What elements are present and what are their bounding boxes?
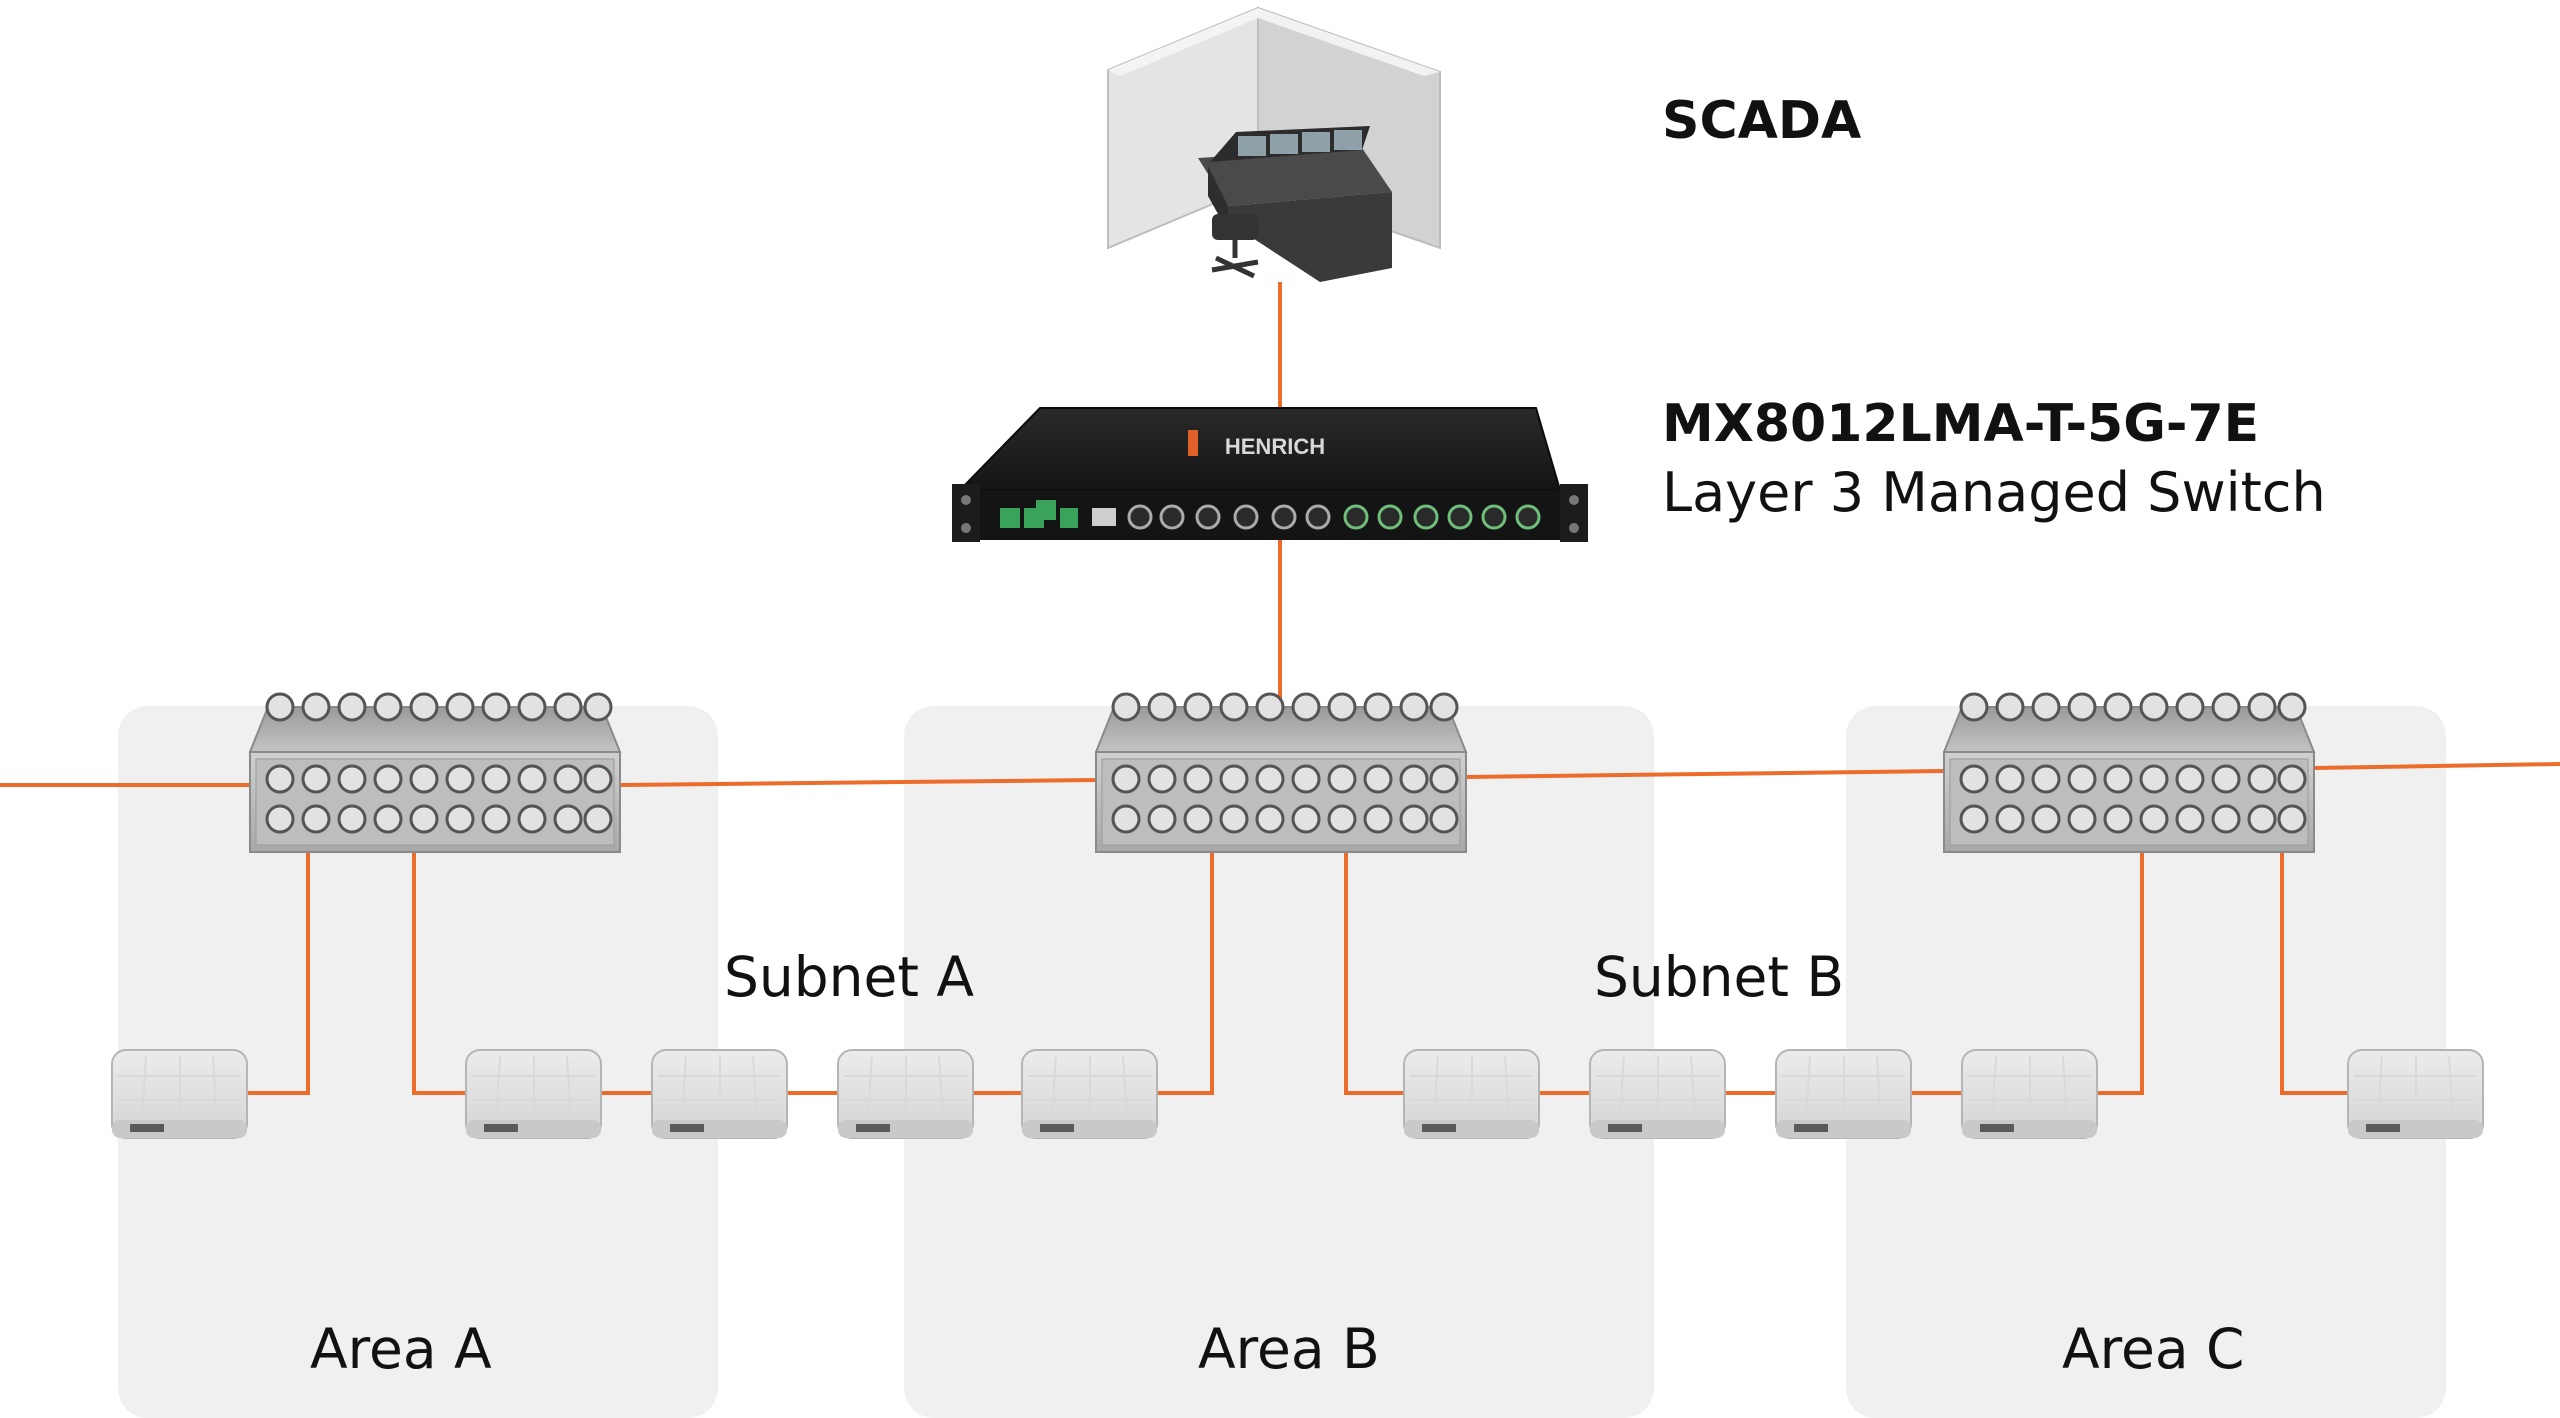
access-point-c3 <box>2347 1049 2484 1139</box>
access-point-b2 <box>1021 1049 1158 1139</box>
access-point-a1 <box>111 1049 248 1139</box>
area-switch-a <box>248 692 622 854</box>
subnet-b-label: Subnet B <box>1594 945 1845 1009</box>
rack-switch-icon: HENRICH <box>952 407 1588 542</box>
core-switch-description: Layer 3 Managed Switch <box>1662 461 2326 524</box>
access-point-a3 <box>651 1049 788 1139</box>
area-switch-c <box>1942 692 2316 854</box>
access-point-c1 <box>1775 1049 1912 1139</box>
subnet-a-label: Subnet A <box>724 945 975 1009</box>
network-links <box>0 282 2560 1095</box>
area-switch-b <box>1094 692 1468 854</box>
area-a-label: Area A <box>310 1317 492 1381</box>
access-point-c2 <box>1961 1049 2098 1139</box>
scada-label: SCADA <box>1662 91 1862 151</box>
access-point-b3 <box>1403 1049 1540 1139</box>
core-switch-model: MX8012LMA-T-5G-7E <box>1662 394 2260 454</box>
area-b-label: Area B <box>1198 1317 1380 1381</box>
access-point-a2 <box>465 1049 602 1139</box>
area-c-label: Area C <box>2062 1317 2245 1381</box>
access-point-b1 <box>837 1049 974 1139</box>
control-room-icon <box>1107 6 1441 282</box>
access-point-b4 <box>1589 1049 1726 1139</box>
switch-brand-logo: HENRICH <box>1225 434 1325 459</box>
